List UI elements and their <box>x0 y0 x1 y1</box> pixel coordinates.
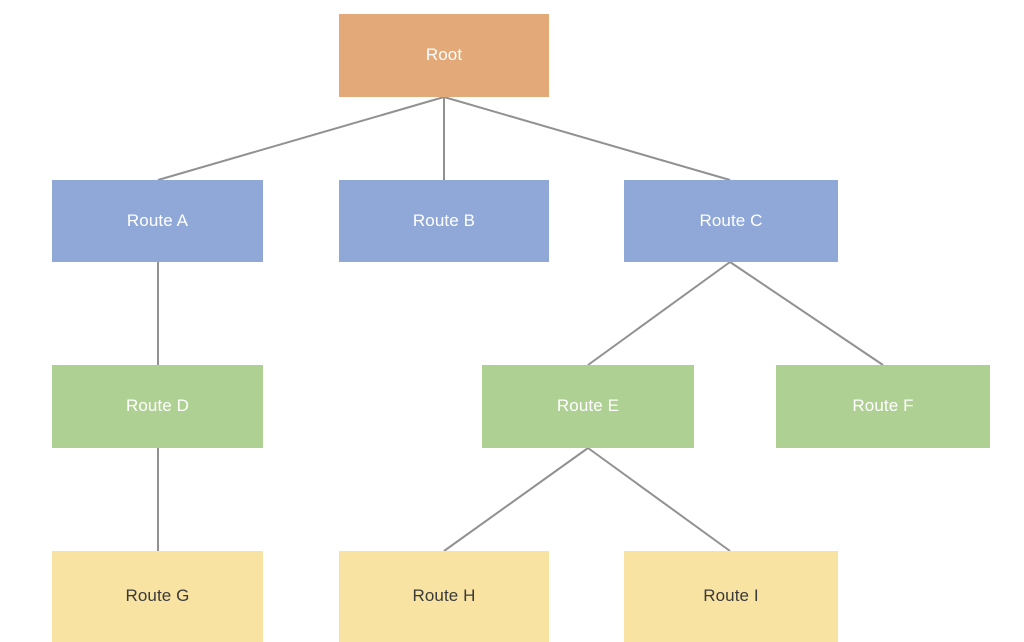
node-route-c[interactable]: Route C <box>624 180 838 262</box>
node-label-route-e: Route E <box>556 396 620 416</box>
node-route-g[interactable]: Route G <box>52 551 263 642</box>
node-label-root: Root <box>425 45 463 65</box>
node-root[interactable]: Root <box>339 14 549 97</box>
node-route-a[interactable]: Route A <box>52 180 263 262</box>
node-label-route-h: Route H <box>412 586 476 606</box>
edge-root-route-c <box>443 96 731 181</box>
edge-route-c-route-e <box>587 261 731 366</box>
node-route-i[interactable]: Route I <box>624 551 838 642</box>
edge-route-c-route-f <box>729 261 884 366</box>
node-route-h[interactable]: Route H <box>339 551 549 642</box>
node-route-b[interactable]: Route B <box>339 180 549 262</box>
node-label-route-c: Route C <box>699 210 763 230</box>
edge-route-e-route-h <box>443 447 589 552</box>
node-route-d[interactable]: Route D <box>52 365 263 448</box>
node-label-route-d: Route D <box>125 396 190 416</box>
node-label-route-g: Route G <box>125 586 190 606</box>
node-label-route-a: Route A <box>126 210 189 230</box>
edge-route-e-route-i <box>587 447 731 552</box>
node-route-e[interactable]: Route E <box>482 365 694 448</box>
node-label-route-b: Route B <box>412 210 476 230</box>
node-label-route-i: Route I <box>703 586 759 606</box>
node-label-route-f: Route F <box>852 396 914 416</box>
node-route-f[interactable]: Route F <box>776 365 990 448</box>
edge-root-route-a <box>157 96 445 181</box>
